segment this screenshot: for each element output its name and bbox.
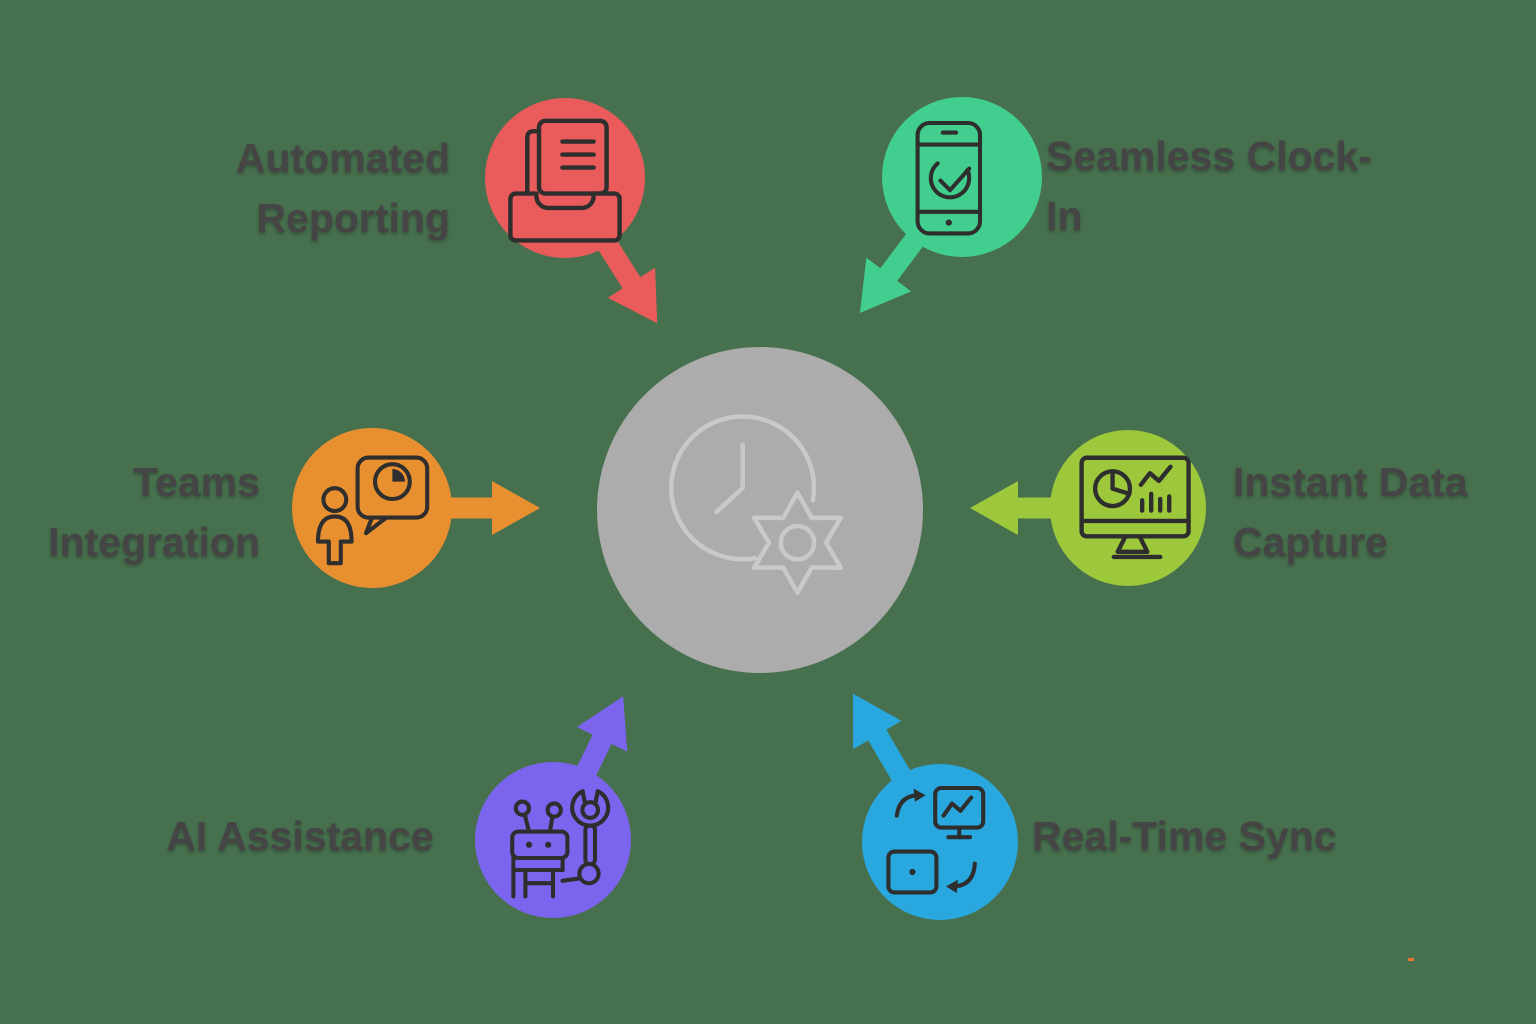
label-line: Instant Data (1233, 459, 1468, 505)
label-line: In (1046, 193, 1083, 239)
document-tray-icon (508, 118, 622, 243)
robot-wrench-icon (510, 789, 611, 899)
label-line: AI Assistance (166, 813, 434, 859)
node-label-automated-reporting: Automated Reporting (120, 128, 450, 248)
clock-gear-icon (668, 414, 844, 595)
label-line: Seamless Clock- (1046, 133, 1372, 179)
node-label-seamless-clock-in: Seamless Clock- In (1046, 126, 1476, 246)
label-line: Integration (48, 519, 260, 565)
node-label-instant-data-capture: Instant Data Capture (1233, 452, 1536, 572)
hub-circle (597, 347, 923, 673)
label-line: Automated (235, 135, 450, 181)
label-line: Reporting (256, 195, 450, 241)
monitor-analytics-icon (1079, 455, 1191, 560)
label-line: Teams (133, 459, 260, 505)
stray-pixel-artifact (1408, 958, 1414, 961)
node-label-teams-integration: Teams Integration (18, 452, 260, 572)
person-chat-clock-icon (315, 455, 430, 566)
node-label-real-time-sync: Real-Time Sync (1032, 806, 1412, 866)
label-line: Real-Time Sync (1032, 813, 1337, 859)
node-label-ai-assistance: AI Assistance (130, 806, 470, 866)
phone-check-icon (915, 120, 983, 236)
device-sync-icon (886, 785, 986, 895)
label-line: Capture (1233, 519, 1388, 565)
